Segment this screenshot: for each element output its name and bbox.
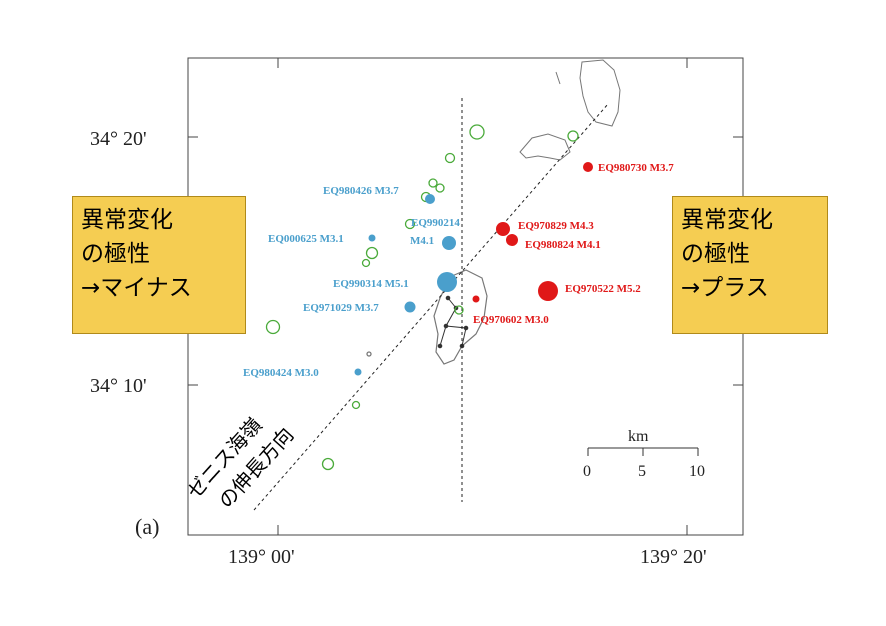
station-network xyxy=(437,295,469,349)
plus-event-labels: EQ980730 M3.7 EQ970829 M4.3 EQ980824 M4.… xyxy=(473,162,674,326)
box-line: の極性 xyxy=(81,241,150,267)
box-line: の極性 xyxy=(681,241,750,267)
box-line: 異常変化 xyxy=(81,207,173,233)
eq-marker-plus xyxy=(496,222,510,236)
other-event-circle xyxy=(361,258,371,268)
coastline-small-island xyxy=(519,133,571,161)
scale-unit: km xyxy=(628,428,649,445)
other-event-circle xyxy=(454,305,464,315)
eq-label-minus: EQ971029 M3.7 xyxy=(303,302,379,314)
eq-marker-plus xyxy=(538,281,558,301)
other-event-circle xyxy=(435,183,445,193)
lon-tick-label: 139° 20' xyxy=(640,546,707,568)
eq-marker-plus xyxy=(583,162,593,172)
eq-label-minus: EQ000625 M3.1 xyxy=(268,233,344,245)
panel-label: (a) xyxy=(135,514,159,539)
eq-marker-plus xyxy=(472,295,480,303)
other-event-circle xyxy=(265,319,281,335)
box-line: →プラス xyxy=(681,275,769,301)
eq-marker-minus xyxy=(442,236,456,250)
minus-polarity-box: 異常変化 の極性 →マイナス xyxy=(72,196,246,334)
other-event-circle xyxy=(321,457,335,471)
other-event-circle xyxy=(404,218,416,230)
eq-label-plus: EQ970829 M4.3 xyxy=(518,220,594,232)
lon-tick-label: 139° 00' xyxy=(228,546,295,568)
eq-marker-minus xyxy=(354,368,362,376)
eq-label-plus: EQ970522 M5.2 xyxy=(565,283,641,295)
eq-label-plus: EQ970602 M3.0 xyxy=(473,314,549,326)
scale-tick: 0 xyxy=(583,463,591,480)
lat-tick-label: 34° 10' xyxy=(90,375,147,397)
other-event-circle xyxy=(444,152,456,164)
coastline-main-island xyxy=(433,269,488,365)
plus-polarity-box: 異常変化 の極性 →プラス xyxy=(672,196,828,334)
scale-tick: 5 xyxy=(638,463,646,480)
plus-events xyxy=(472,162,593,303)
minus-events xyxy=(354,194,457,376)
eq-marker-minus xyxy=(404,301,416,313)
trend-label: ゼニス海嶺 の伸長方向 xyxy=(182,413,298,513)
other-event-circle xyxy=(428,178,438,188)
minus-event-labels: EQ980426 M3.7 EQ990214 M4.1 EQ000625 M3.… xyxy=(243,185,460,379)
box-line: 異常変化 xyxy=(681,207,773,233)
eq-label-plus: EQ980824 M4.1 xyxy=(525,239,601,251)
other-event-circle xyxy=(351,400,361,410)
other-events xyxy=(265,124,579,471)
scale-bar: km 0 5 10 xyxy=(583,428,705,480)
eq-label-minus: EQ990314 M5.1 xyxy=(333,278,409,290)
eq-marker-minus xyxy=(437,272,457,292)
other-event-circle xyxy=(469,124,485,140)
eq-marker-plus xyxy=(506,234,518,246)
box-line: →マイナス xyxy=(81,275,192,301)
lat-tick-label: 34° 20' xyxy=(90,128,147,150)
coastline-north-island xyxy=(555,59,621,127)
other-event-circle xyxy=(567,130,579,142)
eq-label-minus: EQ990214 xyxy=(411,217,460,229)
eq-label-minus: EQ980424 M3.0 xyxy=(243,367,319,379)
axis-ticks xyxy=(188,58,743,535)
scale-tick: 10 xyxy=(689,463,705,480)
eq-marker-minus xyxy=(368,234,376,242)
other-event-circle xyxy=(365,246,379,260)
eq-label-minus: M4.1 xyxy=(410,235,434,247)
eq-label-plus: EQ980730 M3.7 xyxy=(598,162,674,174)
eq-label-minus: EQ980426 M3.7 xyxy=(323,185,399,197)
eq-marker-minus xyxy=(425,194,435,204)
other-event-circle xyxy=(366,351,372,357)
